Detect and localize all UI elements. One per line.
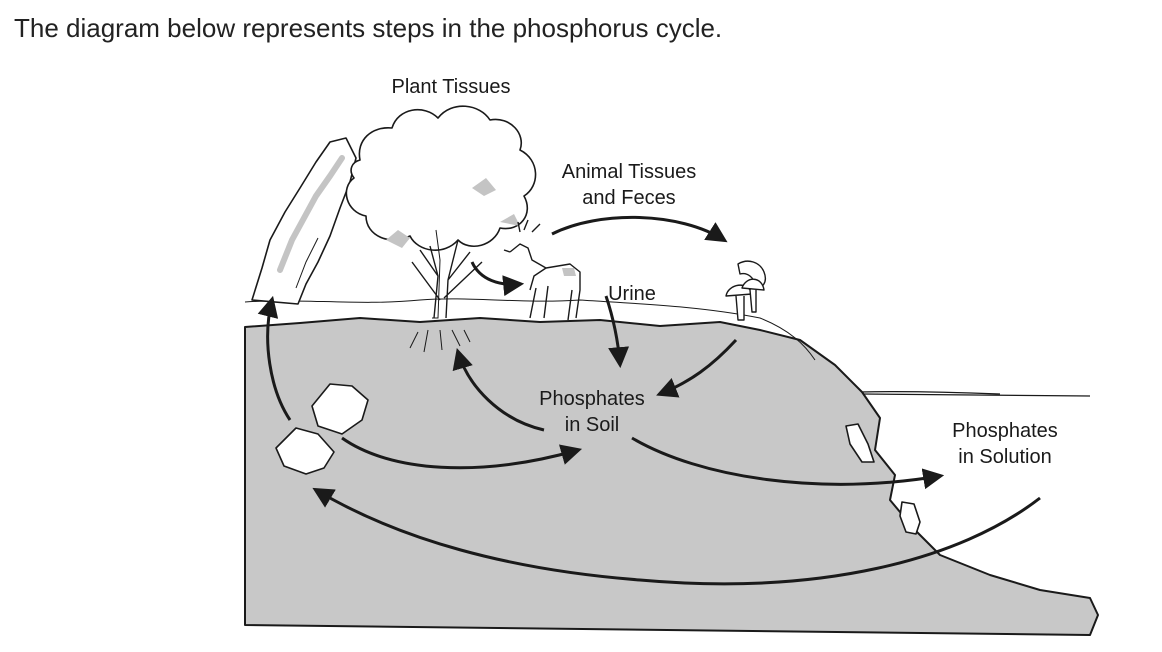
label-animal-tissues-line1: Animal Tissues: [562, 161, 697, 183]
rock-cliff: [251, 137, 357, 305]
arrow-tree-to-deer: [470, 261, 525, 297]
soil-cross-section: [244, 317, 1099, 636]
arrow-solution-to-rocks: [312, 487, 1041, 586]
arrow-rocks-to-soil: [341, 436, 583, 470]
question-text: The diagram below represents steps in th…: [14, 13, 723, 43]
label-plant-tissues: Plant Tissues: [392, 76, 511, 98]
worm-and-mushrooms: [725, 260, 766, 321]
arrow-decomposers-to-soil: [656, 338, 738, 398]
arrow-soil-to-roots: [452, 347, 545, 432]
ground-surface-line: [244, 298, 816, 361]
label-animal-tissues-line2: and Feces: [582, 187, 675, 209]
label-phosphates-soil-line1: Phosphates: [539, 388, 645, 410]
label-urine: Urine: [608, 283, 656, 305]
arrow-animal-tissues: [551, 215, 728, 243]
label-phosphates-soil-line2: in Soil: [565, 414, 619, 436]
rocks: [275, 383, 921, 535]
label-phosphates-solution-line2: in Solution: [958, 446, 1051, 468]
arrow-soil-to-solution: [631, 436, 945, 490]
deer: [503, 219, 581, 321]
label-phosphates-solution-line1: Phosphates: [952, 420, 1058, 442]
water-surface: [859, 391, 1091, 397]
tree: [345, 105, 537, 353]
diagram-labels: Plant Tissues Animal Tissues and Feces U…: [392, 76, 1058, 468]
arrow-urine: [604, 295, 630, 369]
cycle-arrows: [257, 215, 1041, 586]
arrow-cliff-up: [257, 295, 292, 421]
